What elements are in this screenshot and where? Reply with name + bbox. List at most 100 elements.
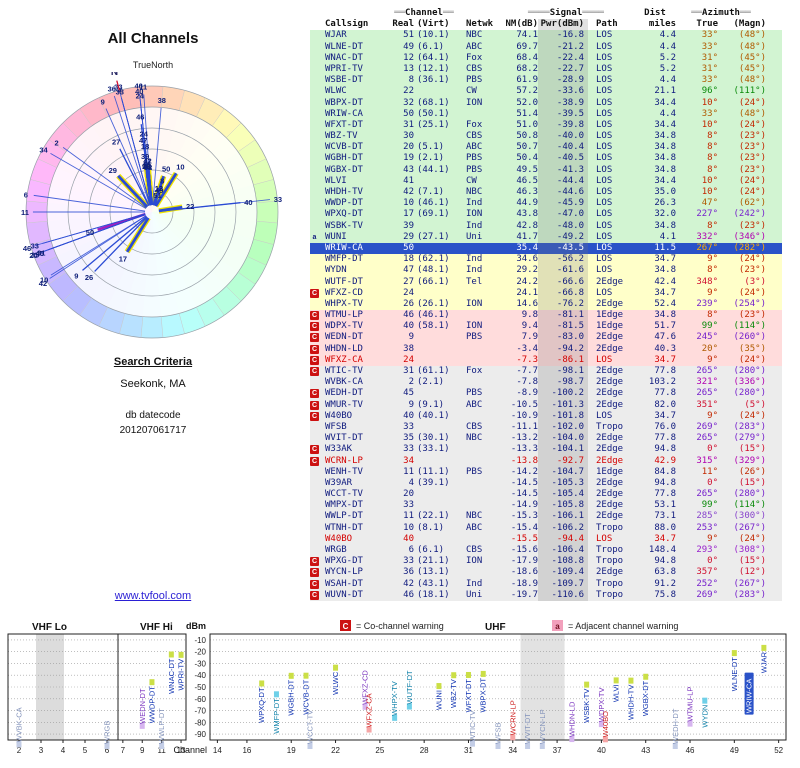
callsign: W40BO bbox=[325, 410, 353, 421]
spectrum-station-label: WTMU-LP bbox=[686, 687, 695, 722]
co-channel-icon: C bbox=[310, 456, 319, 466]
svg-text:11: 11 bbox=[139, 83, 147, 92]
spectrum-station-label: WBPX-DT bbox=[479, 678, 488, 713]
spectrum-station-label: WTIC-TV bbox=[468, 710, 477, 741]
spectrum-station-label: WUNI bbox=[434, 690, 443, 710]
svg-text:49: 49 bbox=[730, 746, 739, 755]
spectrum-station-label: WGBH-DT bbox=[287, 679, 296, 715]
svg-text:11: 11 bbox=[21, 208, 29, 217]
callsign: WMPX-DT bbox=[325, 500, 363, 511]
callsign: WCCT-TV bbox=[325, 489, 363, 500]
callsign: WPRI-TV bbox=[325, 63, 363, 74]
spectrum-station-label: WGBX-DT bbox=[641, 680, 650, 716]
callsign: WBPX-DT bbox=[325, 97, 363, 108]
callsign: WBZ-TV bbox=[325, 131, 358, 142]
callsign: WSBK-TV bbox=[325, 220, 363, 231]
co-channel-icon: C bbox=[310, 288, 319, 298]
co-channel-icon: C bbox=[310, 355, 319, 365]
datecode-label: db datecode bbox=[125, 410, 181, 421]
svg-text:22: 22 bbox=[331, 746, 340, 755]
svg-text:46: 46 bbox=[686, 746, 695, 755]
svg-text:51: 51 bbox=[153, 191, 161, 200]
spectrum-station-label: WLVI bbox=[612, 684, 621, 702]
svg-text:37: 37 bbox=[553, 746, 562, 755]
svg-text:9: 9 bbox=[140, 746, 145, 755]
svg-text:26: 26 bbox=[85, 273, 93, 282]
callsign: WUTF-DT bbox=[325, 276, 363, 287]
svg-text:33: 33 bbox=[116, 88, 124, 97]
svg-text:43: 43 bbox=[641, 746, 650, 755]
tvfool-link[interactable]: www.tvfool.com bbox=[114, 590, 192, 602]
svg-text:C: C bbox=[343, 622, 349, 631]
channel-table: ══Channel══ ════Signal════ Dist ══Azimut… bbox=[310, 8, 782, 601]
spectrum-station-label: WCRN-LP bbox=[508, 700, 517, 735]
callsign: WMUR-TV bbox=[325, 399, 363, 410]
svg-text:41: 41 bbox=[143, 157, 151, 166]
col-netwk: Netwk bbox=[466, 19, 494, 30]
callsign: W39AR bbox=[325, 477, 353, 488]
col-miles: miles bbox=[648, 19, 676, 30]
svg-text:30: 30 bbox=[142, 162, 150, 171]
north-marker: N bbox=[111, 72, 118, 78]
callsign: WPXQ-DT bbox=[325, 209, 363, 220]
spectrum-station-label: WFSB bbox=[494, 722, 503, 744]
svg-text:24: 24 bbox=[140, 129, 149, 138]
callsign: WSBE-DT bbox=[325, 75, 363, 86]
svg-text:34: 34 bbox=[508, 746, 517, 755]
svg-text:13: 13 bbox=[155, 184, 163, 193]
callsign: WGBH-DT bbox=[325, 153, 363, 164]
callsign: WVIT-DT bbox=[325, 433, 363, 444]
